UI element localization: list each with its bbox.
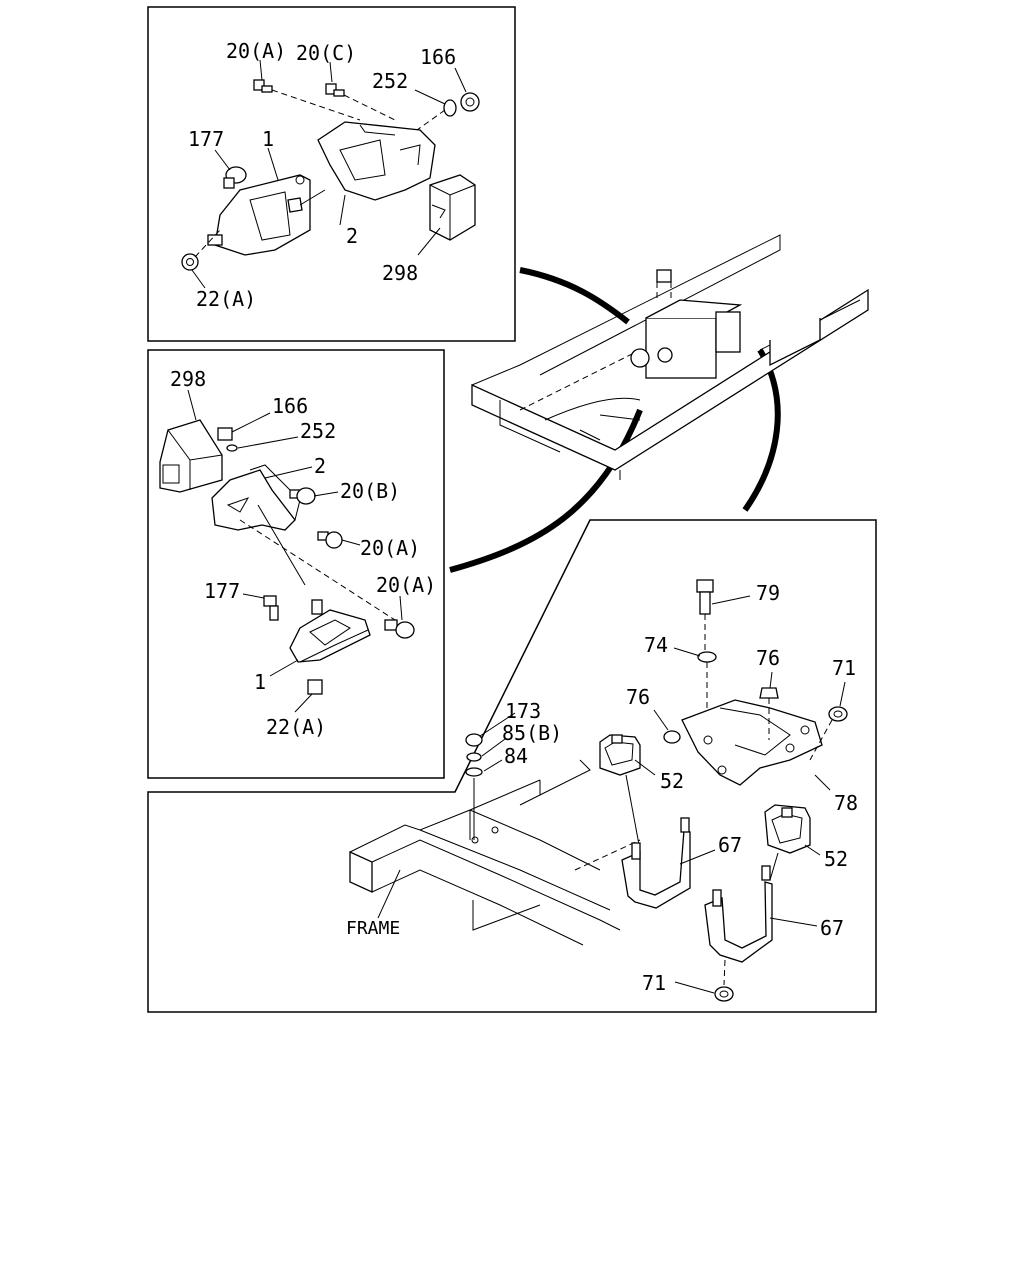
label-74: 74 bbox=[644, 633, 668, 657]
label-298-top: 298 bbox=[382, 261, 418, 285]
label-20c-top: 20(C) bbox=[296, 41, 356, 65]
label-1-top: 1 bbox=[262, 127, 274, 151]
bolt-20a-middle-lower bbox=[384, 619, 415, 639]
middle-panel-parts bbox=[159, 389, 415, 713]
label-52-left: 52 bbox=[660, 769, 684, 793]
bolt-79 bbox=[696, 579, 714, 650]
label-84: 84 bbox=[504, 744, 528, 768]
label-2-middle: 2 bbox=[314, 454, 326, 478]
label-76-left: 76 bbox=[626, 685, 650, 709]
label-173: 173 bbox=[505, 699, 541, 723]
bracket-67-right bbox=[704, 865, 773, 986]
bottom-detail-panel bbox=[147, 519, 877, 1013]
label-298-middle: 298 bbox=[170, 367, 206, 391]
bolt-177-middle bbox=[263, 595, 279, 621]
nut-71-lower bbox=[714, 986, 734, 1002]
washer-252-middle bbox=[226, 444, 238, 452]
label-85b: 85(B) bbox=[502, 721, 562, 745]
bolt-20b-middle bbox=[289, 487, 316, 505]
label-71-upper: 71 bbox=[832, 656, 856, 680]
insulator-52-right bbox=[764, 804, 811, 881]
label-20b-middle: 20(B) bbox=[340, 479, 400, 503]
cover-298-top bbox=[429, 174, 476, 241]
label-1-middle: 1 bbox=[254, 670, 266, 694]
label-177-middle: 177 bbox=[204, 579, 240, 603]
nut-76-upper bbox=[759, 687, 779, 740]
nut-22a-middle bbox=[307, 679, 323, 695]
bolt-20a-top bbox=[253, 79, 273, 93]
bracket-78 bbox=[681, 699, 823, 786]
bracket-2-middle bbox=[211, 464, 301, 531]
nut-71-upper bbox=[809, 706, 848, 761]
nut-166-top bbox=[460, 92, 480, 112]
bolt-20c-top bbox=[325, 83, 345, 97]
label-252-middle: 252 bbox=[300, 419, 336, 443]
label-52-right: 52 bbox=[824, 847, 848, 871]
label-166-middle: 166 bbox=[272, 394, 308, 418]
label-78: 78 bbox=[834, 791, 858, 815]
nut-22a-top bbox=[181, 253, 199, 271]
label-2-top: 2 bbox=[346, 224, 358, 248]
cover-298-middle bbox=[159, 419, 223, 493]
label-20a-middle-lower: 20(A) bbox=[376, 573, 436, 597]
top-detail-panel bbox=[147, 6, 516, 342]
label-177-top: 177 bbox=[188, 127, 224, 151]
label-79: 79 bbox=[756, 581, 780, 605]
label-76-upper: 76 bbox=[756, 646, 780, 670]
insulator-52-left bbox=[599, 734, 641, 851]
top-panel-parts bbox=[181, 59, 480, 289]
nut-166-middle bbox=[217, 427, 233, 441]
bracket-67-left bbox=[621, 817, 691, 909]
bottom-panel-parts bbox=[349, 579, 848, 1002]
middle-detail-panel bbox=[147, 349, 445, 779]
washer-74 bbox=[697, 651, 717, 663]
chassis-overview bbox=[471, 234, 869, 480]
label-166-top: 166 bbox=[420, 45, 456, 69]
label-252-top: 252 bbox=[372, 69, 408, 93]
mount-1-middle bbox=[289, 599, 371, 663]
label-20a-top: 20(A) bbox=[226, 39, 286, 63]
washer-252-top bbox=[443, 99, 457, 117]
bracket-2-top bbox=[317, 121, 436, 201]
mount-1-top bbox=[207, 174, 311, 256]
label-67-right: 67 bbox=[820, 916, 844, 940]
nut-76-left bbox=[663, 730, 681, 744]
label-22a-top: 22(A) bbox=[196, 287, 256, 311]
frame-rail bbox=[349, 759, 641, 946]
bolt-177-top bbox=[223, 166, 247, 189]
bolt-20a-middle-upper bbox=[317, 531, 343, 549]
label-67-left: 67 bbox=[718, 833, 742, 857]
label-frame: FRAME bbox=[346, 918, 400, 939]
connector-arc-top bbox=[519, 267, 630, 325]
bolt-stack-173 bbox=[465, 733, 483, 840]
label-20a-middle-upper: 20(A) bbox=[360, 536, 420, 560]
label-71-lower: 71 bbox=[642, 971, 666, 995]
label-22a-middle: 22(A) bbox=[266, 715, 326, 739]
